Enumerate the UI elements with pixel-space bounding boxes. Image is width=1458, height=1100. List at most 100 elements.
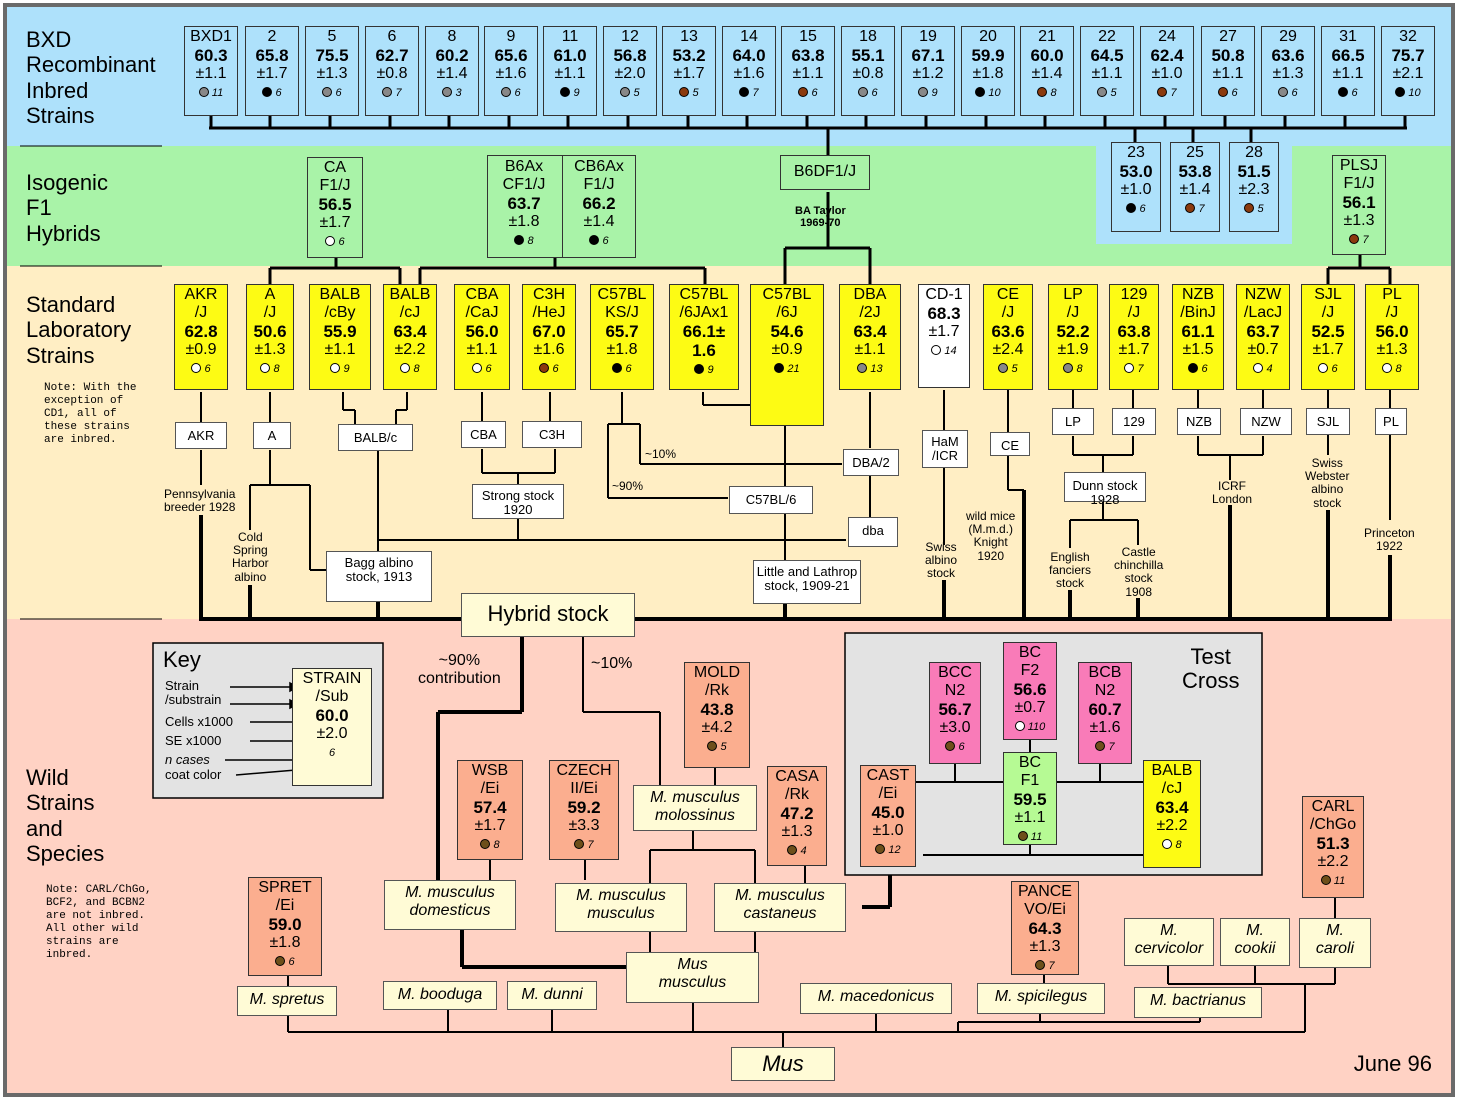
f1-cb6-footer: 6 xyxy=(563,231,635,249)
bxd-strain-20-title: 20 xyxy=(979,28,997,45)
bxd-strain-25-coat-dot xyxy=(1185,202,1196,213)
bxd-strain-9-title: 9 xyxy=(506,28,516,45)
std-strain-4-title: CBA /CaJ xyxy=(465,286,499,321)
bxd-strain-BXD1-title: BXD1 xyxy=(190,28,232,45)
bxd-strain-22-footer: 5 xyxy=(1081,83,1133,101)
std-strain-7-title: C57BL /6JAx1 xyxy=(679,286,729,321)
std-strain-1-se: ±1.3 xyxy=(254,340,286,358)
f1-cb6-count: 6 xyxy=(602,234,609,247)
std-strain-2-se: ±1.1 xyxy=(324,340,356,358)
f1-b6a-cells: 63.7 xyxy=(507,193,541,213)
bxd-strain-BXD1-coat-dot xyxy=(198,86,209,97)
std-strain-16-footer: 6 xyxy=(1302,359,1354,377)
bxd-strain-14-count: 7 xyxy=(752,86,759,99)
bxd-strain-5-se: ±1.3 xyxy=(316,64,348,82)
source-akr: AKR xyxy=(175,422,227,449)
bxd-strain-15-footer: 6 xyxy=(782,83,834,101)
std-strain-16-count: 6 xyxy=(1331,362,1338,375)
test-bcf1-cells: 59.5 xyxy=(1013,789,1047,809)
key-cells-value: 60.0 xyxy=(315,705,349,725)
std-strain-14-coat-dot xyxy=(1188,362,1199,373)
test-bcc-cells: 56.7 xyxy=(938,699,972,719)
f1-divider xyxy=(562,155,563,258)
test-bcb-footer: 7 xyxy=(1079,737,1131,755)
std-strain-17-count: 8 xyxy=(1395,362,1402,375)
species-spicilegus: M. spicilegus xyxy=(977,983,1105,1014)
bxd-strain-21-coat-dot xyxy=(1037,86,1048,97)
bxd-strain-24-se: ±1.0 xyxy=(1151,64,1183,82)
bxd-strain-32-se: ±2.1 xyxy=(1392,64,1424,82)
std-strain-3-coat-dot xyxy=(400,362,411,373)
bxd-strain-9-cells: 65.6 xyxy=(494,45,528,65)
bxd-strain-21-count: 8 xyxy=(1050,86,1057,99)
std-strain-6-count: 6 xyxy=(625,362,632,375)
bxd-strain-5-footer: 6 xyxy=(306,83,358,101)
f1-plsj-cells: 56.1 xyxy=(1342,192,1376,212)
std-strain-4-se: ±1.1 xyxy=(466,340,498,358)
bxd-strain-18-count: 6 xyxy=(871,86,878,99)
source-nzb: NZB xyxy=(1177,408,1221,435)
std-strain-1-count: 8 xyxy=(273,362,280,375)
std-strain-7-cells: 66.1± 1.6 xyxy=(682,321,726,360)
bxd-strain-13-count: 5 xyxy=(692,86,699,99)
std-strain-9-title: DBA /2J xyxy=(853,286,887,321)
bxd-strain-11-count: 9 xyxy=(573,86,580,99)
wild-wsb-se: ±1.7 xyxy=(474,816,506,834)
wild-czech-cells: 59.2 xyxy=(567,797,601,817)
bxd-strain-15-title: 15 xyxy=(799,28,817,45)
bxd-strain-19-se: ±1.2 xyxy=(912,64,944,82)
bxd-strain-18-se: ±0.8 xyxy=(852,64,884,82)
std-strain-12-count: 8 xyxy=(1076,362,1083,375)
wild-pance-count: 7 xyxy=(1048,959,1055,972)
std-strain-2-cells: 55.9 xyxy=(323,321,357,341)
std-strain-14-footer: 6 xyxy=(1173,359,1223,377)
bxd-strain-29-cells: 63.6 xyxy=(1271,45,1305,65)
bxd-strain-BXD1-footer: 11 xyxy=(185,83,237,101)
wild-pance-coat-dot xyxy=(1035,959,1046,970)
std-strain-1-footer: 8 xyxy=(247,359,293,377)
f1-plsj-footer: 7 xyxy=(1333,230,1385,248)
bxd-strain-8-coat-dot xyxy=(442,86,453,97)
f1-b6a-se: ±1.8 xyxy=(508,212,540,230)
bxd-strain-9-count: 6 xyxy=(514,86,521,99)
source-strong: Strong stock 1920 xyxy=(472,484,564,519)
std-strain-1-cells: 50.6 xyxy=(253,321,287,341)
std-strain-7-count: 9 xyxy=(707,363,714,376)
test-balb-coat-dot xyxy=(1162,838,1173,849)
std-strain-14-cells: 61.1 xyxy=(1181,321,1215,341)
bxd-strain-8-se: ±1.4 xyxy=(436,64,468,82)
std-strain-8-coat-dot xyxy=(774,362,785,373)
label-penn: Pennsylvania breeder 1928 xyxy=(164,487,236,515)
source-bagg: Bagg albino stock, 1913 xyxy=(326,551,432,602)
std-strain-15-coat-dot xyxy=(1253,362,1264,373)
bxd-strain-22-count: 5 xyxy=(1110,86,1117,99)
f1-cb6-coat-dot xyxy=(589,234,600,245)
bxd-strain-31-count: 6 xyxy=(1351,86,1358,99)
key-title: Key xyxy=(163,647,201,672)
bxd-strain-2-footer: 6 xyxy=(246,83,298,101)
label-c10: ~10% xyxy=(591,655,633,672)
std-strain-2-coat-dot xyxy=(330,362,341,373)
wild-casa-footer: 4 xyxy=(768,841,826,859)
f1-ca-cells: 56.5 xyxy=(318,194,352,214)
std-strain-0-se: ±0.9 xyxy=(185,340,217,358)
label-p90: ~90% xyxy=(612,479,644,493)
wild-czech-count: 7 xyxy=(587,838,594,851)
key-example-box: STRAIN /Sub 60.0 ±2.0 6 xyxy=(292,668,372,786)
wild-casa-cells: 47.2 xyxy=(780,803,814,823)
bxd-strain-19-footer: 9 xyxy=(902,83,954,101)
bxd-strain-12-title: 12 xyxy=(621,28,639,45)
std-strain-11-se: ±2.4 xyxy=(992,340,1024,358)
wild-wsb-count: 8 xyxy=(493,838,500,851)
species-cookii: M. cookii xyxy=(1220,918,1290,966)
